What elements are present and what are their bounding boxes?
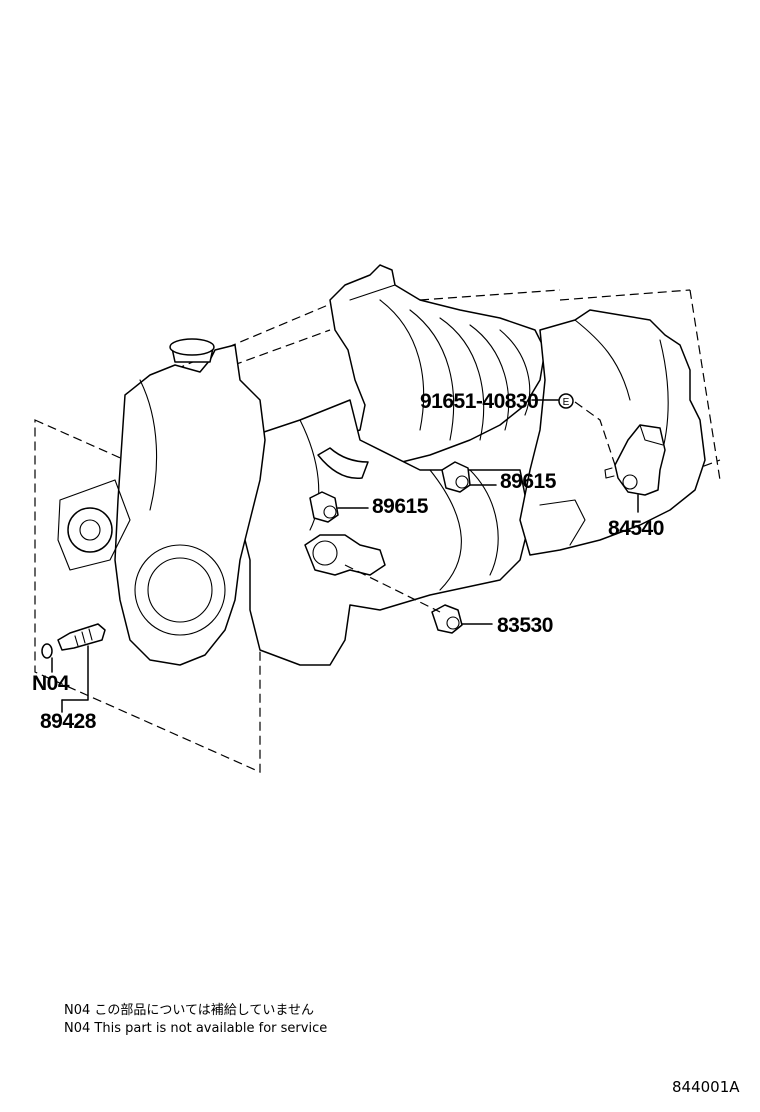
sensor-89615-upper — [441, 461, 471, 493]
sensor-89428 — [41, 623, 106, 659]
label-89615-lower: 89615 — [372, 495, 429, 518]
note-english: N04 This part is not available for servi… — [64, 1021, 328, 1036]
label-89428: 89428 — [40, 710, 97, 733]
label-89615-upper: 89615 — [500, 470, 557, 493]
e-marker: E — [558, 393, 574, 409]
label-83530: 83530 — [497, 614, 553, 637]
label-84540: 84540 — [608, 517, 664, 540]
label-91651-40830: 91651-40830 — [420, 390, 538, 413]
sensor-83530 — [431, 604, 463, 634]
figure-id: 844001A — [672, 1078, 740, 1096]
note-japanese: N04 この部品については補給していません — [64, 1003, 314, 1018]
svg-text:E: E — [563, 397, 570, 408]
label-n04: N04 — [32, 672, 70, 695]
sensor-84540 — [604, 424, 666, 496]
leader-lines — [51, 399, 639, 713]
sensor-89615-lower — [309, 491, 339, 523]
